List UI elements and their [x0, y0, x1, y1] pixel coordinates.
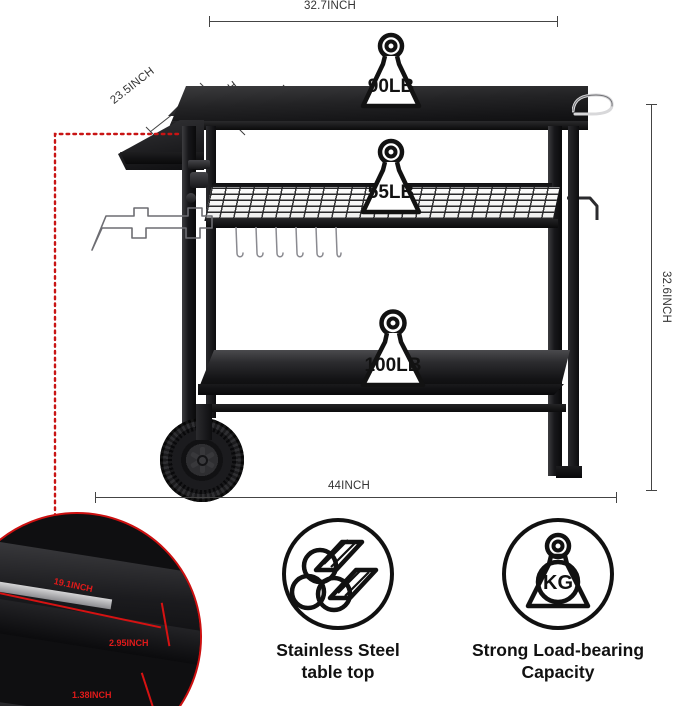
latch-upper [188, 160, 210, 169]
dimension-label-overall-width: 44INCH [327, 480, 371, 492]
dimension-tick-width-right [616, 492, 617, 503]
feature-load-bearing-caption: Strong Load-bearing Capacity [452, 640, 664, 684]
leg-front-left [182, 126, 196, 426]
dimension-line-overall-height [651, 104, 652, 490]
feature-stainless-steel-line2: table top [301, 661, 375, 682]
inset-dim-thickness: 1.38INCH [72, 690, 112, 700]
kg-badge-text: KG [543, 572, 573, 594]
load-badge-bottom-text: 100LB [364, 355, 421, 376]
bottom-crossbar [206, 404, 566, 412]
inset-dim-depth: 2.95INCH [109, 638, 149, 648]
utensil-hooks-icon [235, 227, 342, 258]
feature-stainless-steel-caption: Stainless Steel table top [248, 640, 428, 684]
steel-tubes-icon [282, 518, 394, 630]
grate-shelf-front-rail [206, 219, 558, 228]
leg-front-right [548, 126, 562, 476]
inset-dim-line-thickness [141, 672, 156, 706]
dimension-line-table-top-width [209, 21, 557, 22]
leg-back-left [206, 126, 216, 418]
wheel-mount-bracket [196, 404, 212, 440]
inset-lower-shelf [0, 702, 200, 706]
bolt-left [186, 193, 196, 203]
latch-lower [190, 172, 208, 188]
feature-load-bearing-line2: Capacity [521, 661, 595, 682]
side-handle-right-icon [572, 93, 614, 116]
dimension-line-overall-width [95, 497, 616, 498]
dimension-tick-width-left [95, 492, 96, 503]
dimension-tick-bottom [646, 490, 657, 491]
foot-right [556, 466, 582, 478]
load-badge-middle-text: 55LB [368, 182, 414, 203]
feature-stainless-steel: Stainless Steel table top [248, 518, 428, 684]
feature-load-bearing: KG Strong Load-bearing Capacity [452, 518, 664, 684]
leg-back-right [568, 126, 579, 466]
bottom-shelf-front-edge [198, 384, 564, 395]
feature-stainless-steel-line1: Stainless Steel [276, 640, 400, 660]
wire-tool-rack-icon [91, 207, 213, 251]
dimension-tick-left [209, 16, 210, 27]
dimension-tick-top [646, 104, 657, 105]
dimension-tick-right [557, 16, 558, 27]
load-badge-bottom-shelf: 100LB [350, 308, 436, 392]
dimension-label-overall-height: 32.6INCH [660, 270, 672, 324]
feature-load-bearing-line1: Strong Load-bearing [471, 640, 645, 660]
dimension-label-table-top-width: 32.7INCH [303, 0, 357, 12]
kg-weight-icon: KG [502, 518, 614, 630]
load-badge-top-text: 90LB [368, 76, 414, 97]
load-badge-top-shelf: 90LB [353, 32, 429, 112]
side-shelf-detail: 19.1INCH 2.95INCH 1.38INCH [0, 512, 202, 706]
load-badge-middle-shelf: 55LB [353, 138, 429, 218]
